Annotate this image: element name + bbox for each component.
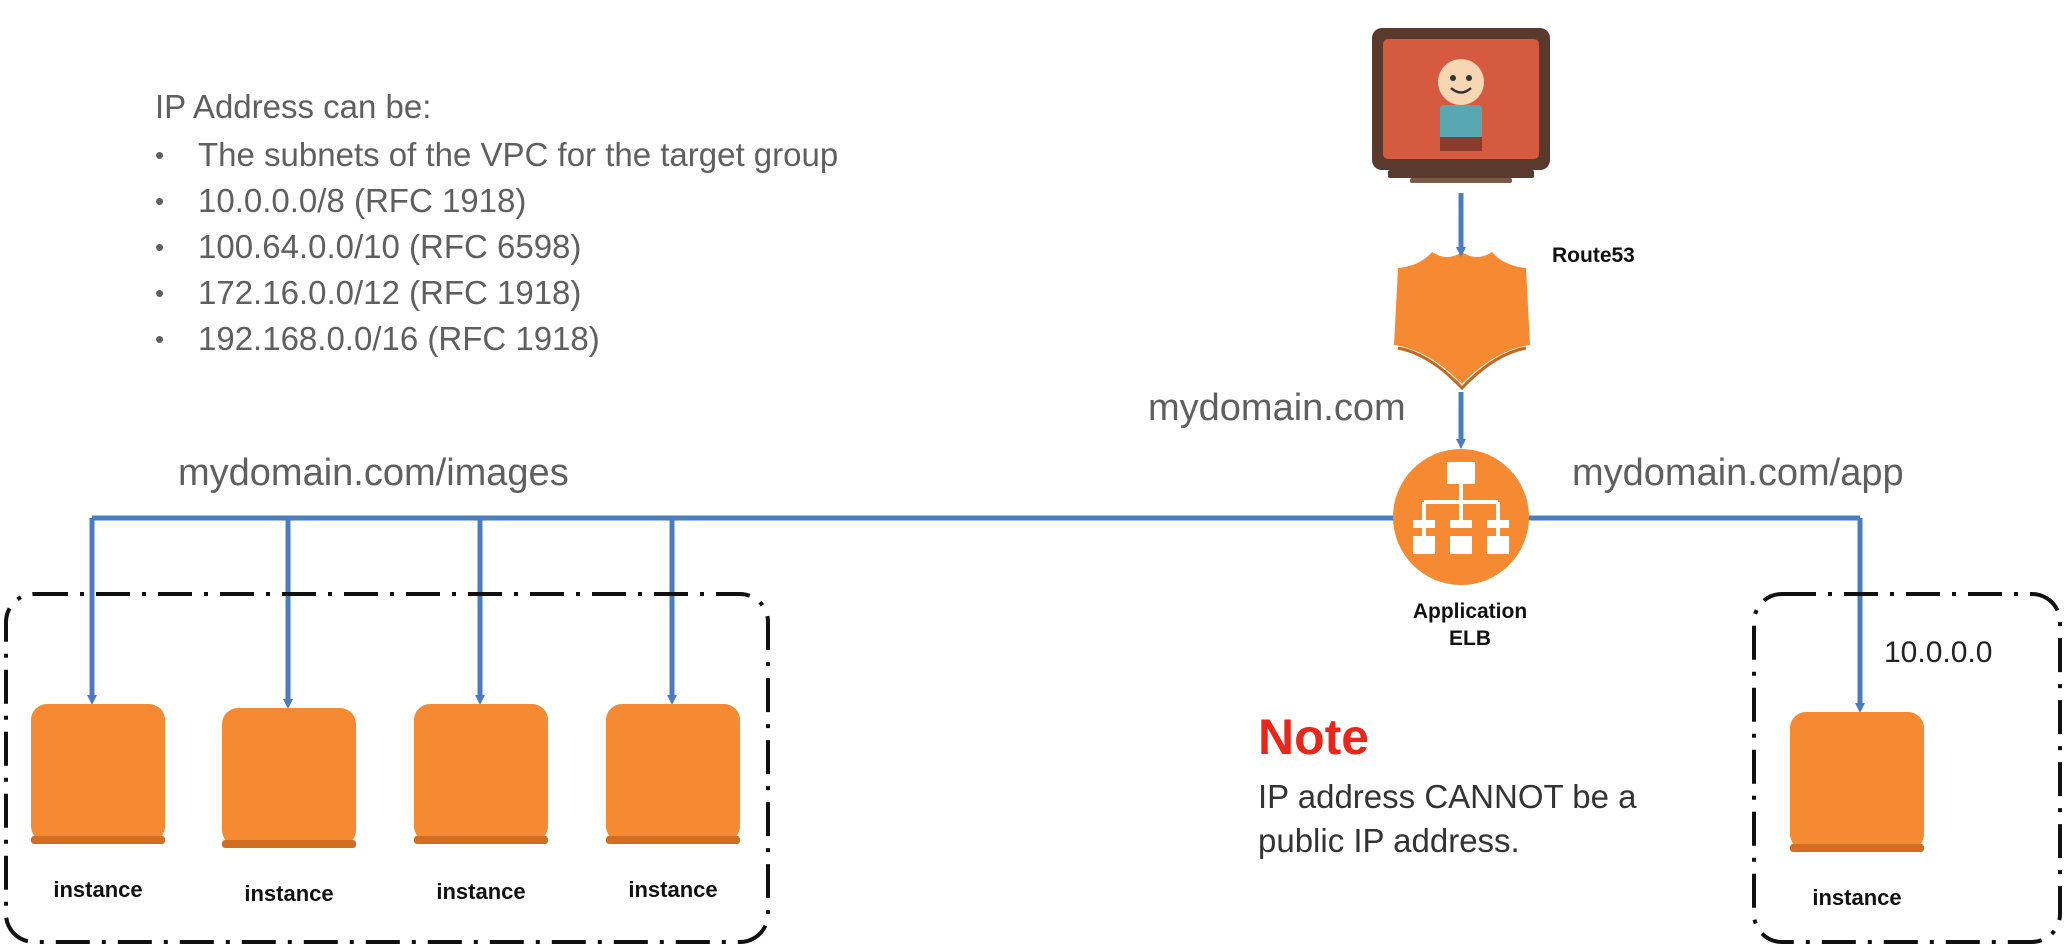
instance-icon — [222, 708, 356, 848]
elb-label-line1: Application — [1412, 600, 1528, 623]
instance-label: instance — [53, 877, 143, 902]
ip-info-item-text: 192.168.0.0/16 (RFC 1918) — [198, 320, 600, 357]
instance-icon — [1790, 712, 1924, 852]
instance-icon — [414, 704, 548, 844]
bullet-icon: • — [155, 140, 165, 170]
route53-shield-icon — [1394, 252, 1530, 391]
instance-label: instance — [436, 879, 526, 904]
elb-label-line2: ELB — [1449, 627, 1491, 650]
instance-label: instance — [1812, 885, 1902, 910]
elb-label: Application ELB — [1385, 598, 1555, 652]
application-load-balancer-icon — [1393, 449, 1529, 585]
ip-info-item-text: The subnets of the VPC for the target gr… — [198, 136, 839, 173]
instance-label: instance — [244, 881, 334, 906]
instance-icon — [31, 704, 165, 844]
ip-info-item: • 192.168.0.0/16 (RFC 1918) — [155, 316, 838, 362]
path-label-app: mydomain.com/app — [1572, 452, 1904, 494]
note-text: IP address CANNOT be a public IP address… — [1258, 778, 1637, 859]
instance-label: instance — [628, 877, 718, 902]
ip-info-list: • The subnets of the VPC for the target g… — [155, 132, 838, 362]
ip-info-item-text: 10.0.0.0/8 (RFC 1918) — [198, 182, 527, 219]
ip-info-item: • The subnets of the VPC for the target g… — [155, 132, 838, 178]
ip-info-item: • 10.0.0.0/8 (RFC 1918) — [155, 178, 838, 224]
route53-label: Route53 — [1552, 244, 1635, 267]
target-group-box-app — [1752, 592, 2062, 944]
ip-info-heading: IP Address can be: — [155, 88, 432, 125]
ip-info-item-text: 100.64.0.0/10 (RFC 6598) — [198, 228, 582, 265]
path-label-images: mydomain.com/images — [178, 452, 569, 494]
path-label-main: mydomain.com — [1148, 387, 1406, 429]
bullet-icon: • — [155, 324, 165, 354]
right-group-ip-label: 10.0.0.0 — [1884, 636, 1993, 669]
target-group-box-images — [4, 592, 770, 944]
bullet-icon: • — [155, 278, 165, 308]
user-monitor-icon — [1372, 28, 1550, 183]
ip-info-item: • 100.64.0.0/10 (RFC 6598) — [155, 224, 838, 270]
ip-info-item: • 172.16.0.0/12 (RFC 1918) — [155, 270, 838, 316]
bullet-icon: • — [155, 186, 165, 216]
instance-icon — [606, 704, 740, 844]
instance-arrows — [87, 518, 1865, 713]
note-title: Note — [1258, 709, 1370, 765]
bullet-icon: • — [155, 232, 165, 262]
ip-info-item-text: 172.16.0.0/12 (RFC 1918) — [198, 274, 582, 311]
